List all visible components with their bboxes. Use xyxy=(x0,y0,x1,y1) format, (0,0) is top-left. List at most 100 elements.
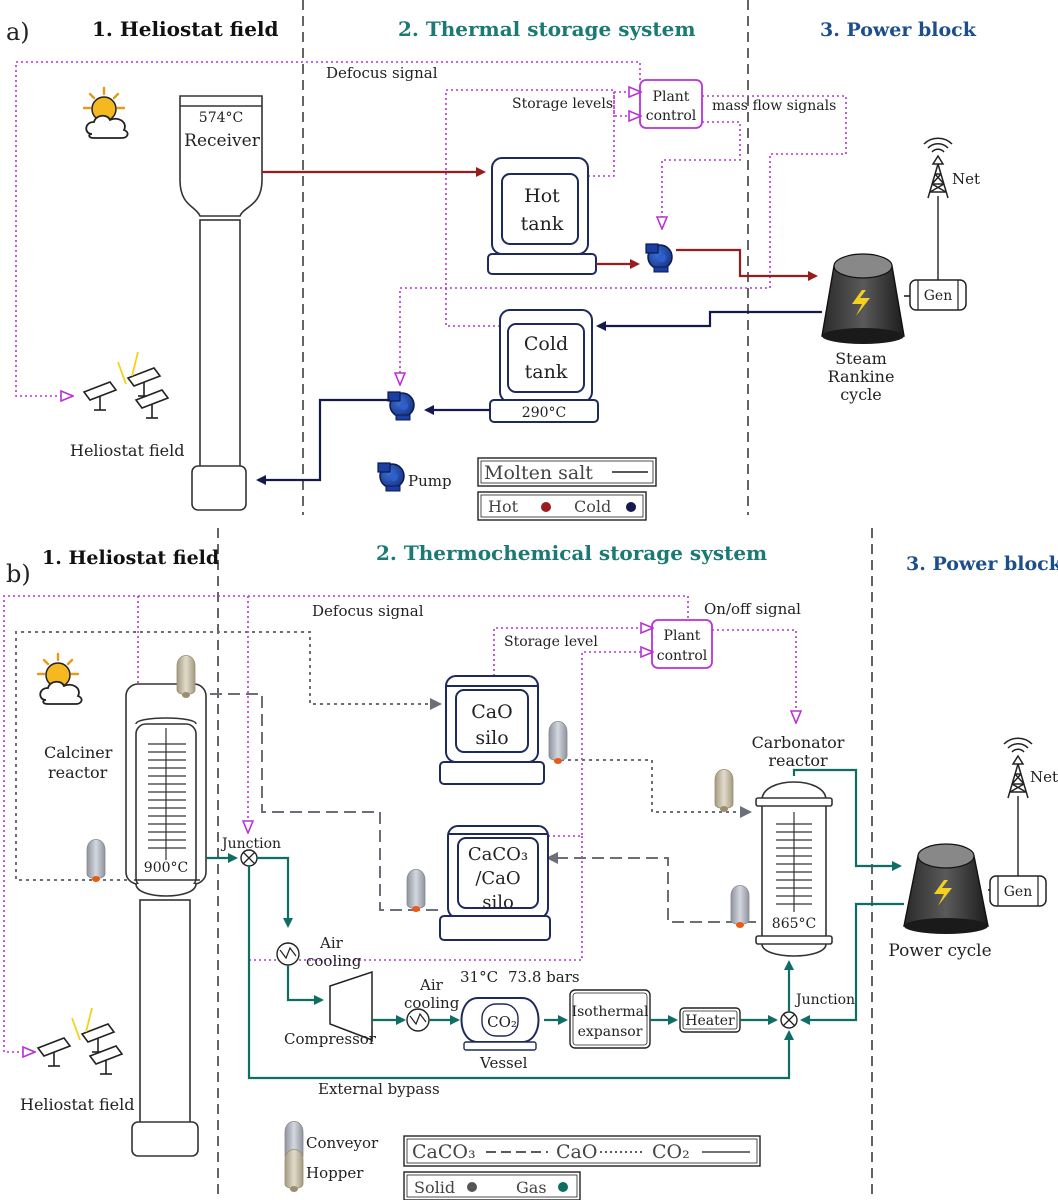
signal-cao-silo-level xyxy=(493,628,652,676)
heliostat-field-label-b: Heliostat field xyxy=(20,1095,134,1114)
caco3-cao-silo xyxy=(439,825,551,941)
external-bypass-line xyxy=(247,866,794,1080)
heliostat-field-label-a: Heliostat field xyxy=(70,441,184,460)
signal-carbonator xyxy=(712,629,796,722)
carbonator-label-2: reactor xyxy=(768,751,828,770)
hot-tank-label-2: tank xyxy=(521,213,564,235)
legend-solid: Solid xyxy=(414,1178,455,1197)
generator-label-b: Gen xyxy=(1004,884,1033,900)
cold-tank-label-1: Cold xyxy=(524,333,568,355)
junction-left-label: Junction xyxy=(220,836,281,852)
cao-solid-line-silo-carbonator xyxy=(554,759,752,818)
panel-a-section-power: 3. Power block xyxy=(820,19,977,41)
panel-a-section-storage: 2. Thermal storage system xyxy=(398,17,695,41)
panel-b-section-storage: 2. Thermochemical storage system xyxy=(376,541,767,565)
co2-line-carbonator-powercycle xyxy=(792,768,902,871)
caco3-silo-label-3: silo xyxy=(482,892,514,913)
co2-line-junction-aircooler xyxy=(257,856,293,928)
conveyor-icon-calciner xyxy=(86,839,106,883)
conveyor-icon-caco3-silo xyxy=(406,869,426,913)
grid-tower-icon-b xyxy=(1003,737,1033,799)
hot-tank-label-1: Hot xyxy=(524,185,560,207)
defocus-signal-label-a: Defocus signal xyxy=(326,64,438,82)
heater-label: Heater xyxy=(685,1013,735,1029)
steam-label-1: Steam xyxy=(835,349,887,368)
legend-materials-box xyxy=(403,1135,761,1167)
power-cycle xyxy=(903,843,989,934)
legend-caco3: CaCO₃ xyxy=(412,1141,476,1163)
legend-hot: Hot xyxy=(488,497,519,516)
vessel-label: Vessel xyxy=(479,1054,528,1072)
calciner-temp: 900°C xyxy=(144,860,188,876)
carbonator-internals xyxy=(776,812,812,912)
co2-line-aircooler-compressor xyxy=(286,965,324,1005)
conveyor-legend-label: Conveyor xyxy=(306,1134,379,1152)
plant-control-label-b1: Plant xyxy=(664,628,701,644)
calciner-label-1: Calciner xyxy=(44,743,113,762)
cao-solid-line-calciner-silo xyxy=(15,631,442,881)
legend-co2: CO₂ xyxy=(652,1141,690,1163)
vessel-co2-label: CO₂ xyxy=(487,1013,517,1031)
mass-flow-signals-label: mass flow signals xyxy=(712,98,836,114)
calciner-internals xyxy=(148,728,186,860)
panel-b-section-power: 3. Power block xyxy=(906,553,1058,575)
co2-vessel xyxy=(460,997,540,1051)
compressor-icon xyxy=(329,970,373,1042)
legend-cold: Cold xyxy=(574,497,611,516)
steam-label-3: cycle xyxy=(840,385,882,404)
legend-molten-salt: Molten salt xyxy=(484,462,593,484)
steam-rankine-cycle xyxy=(821,253,905,344)
net-label-b: Net xyxy=(1030,768,1058,786)
hot-salt-line-pump-steam xyxy=(676,248,818,281)
cao-silo xyxy=(439,675,545,785)
cao-silo-label-1: CaO xyxy=(471,701,512,723)
air-cooler-1-icon xyxy=(276,942,300,966)
signal-hot-pump xyxy=(662,121,741,228)
isothermal-label-1: Isothermal xyxy=(572,1004,649,1020)
cao-silo-label-2: silo xyxy=(475,727,508,749)
pump-legend-icon xyxy=(377,462,405,492)
cold-tank-temp: 290°C xyxy=(522,405,566,421)
caco3-silo-label-1: CaCO₃ xyxy=(468,844,528,865)
legend-gas: Gas xyxy=(516,1178,547,1197)
grid-tower-icon-a xyxy=(923,137,953,199)
signal-lower-storage xyxy=(248,836,583,961)
hot-tank xyxy=(487,157,597,275)
compressor-label: Compressor xyxy=(284,1030,377,1048)
air-cooling-1-label-b: cooling xyxy=(306,952,362,970)
plant-control-box-a xyxy=(639,79,703,129)
storage-level-label: Storage level xyxy=(504,634,598,650)
caco3-silo-label-2: /CaO xyxy=(475,868,520,889)
vessel-temp: 31°C xyxy=(460,968,498,986)
caco3-solid-line-carbonator-silo xyxy=(546,852,756,923)
air-cooling-2-label-a: Air xyxy=(419,976,444,994)
defocus-signal-line-b xyxy=(3,595,689,1052)
air-cooler-2-icon xyxy=(406,1008,430,1032)
panel-b-label: b) xyxy=(6,560,31,588)
hopper-legend-label: Hopper xyxy=(306,1164,364,1182)
heliostat-field-icon-b xyxy=(37,1007,123,1075)
receiver-temp: 574°C xyxy=(199,110,243,126)
storage-levels-label: Storage levels xyxy=(512,96,613,112)
generator-label-a: Gen xyxy=(924,288,953,304)
panel-a-label: a) xyxy=(6,18,30,46)
junction-right-icon xyxy=(780,1011,798,1029)
pump-legend-label: Pump xyxy=(408,472,452,490)
junction-left-icon xyxy=(240,849,258,867)
signal-caco3-silo-level xyxy=(548,652,652,837)
sun-cloud-icon-a xyxy=(82,86,129,140)
steam-label-2: Rankine xyxy=(828,367,895,386)
junction-right-label: Junction xyxy=(794,992,855,1008)
legend-cao: CaO xyxy=(556,1141,597,1163)
signal-cold-tank-level xyxy=(445,89,640,327)
net-label-a: Net xyxy=(952,170,980,188)
conveyor-icon-cao-silo xyxy=(548,721,568,765)
carbonator-temp: 865°C xyxy=(772,916,816,932)
panel-a-section-heliostat: 1. Heliostat field xyxy=(92,17,279,41)
legend-hotcold-box xyxy=(477,491,647,521)
plant-control-label-a2: control xyxy=(646,108,697,124)
power-cycle-label: Power cycle xyxy=(888,941,991,961)
cold-salt-line-pump-receiver xyxy=(256,398,390,485)
